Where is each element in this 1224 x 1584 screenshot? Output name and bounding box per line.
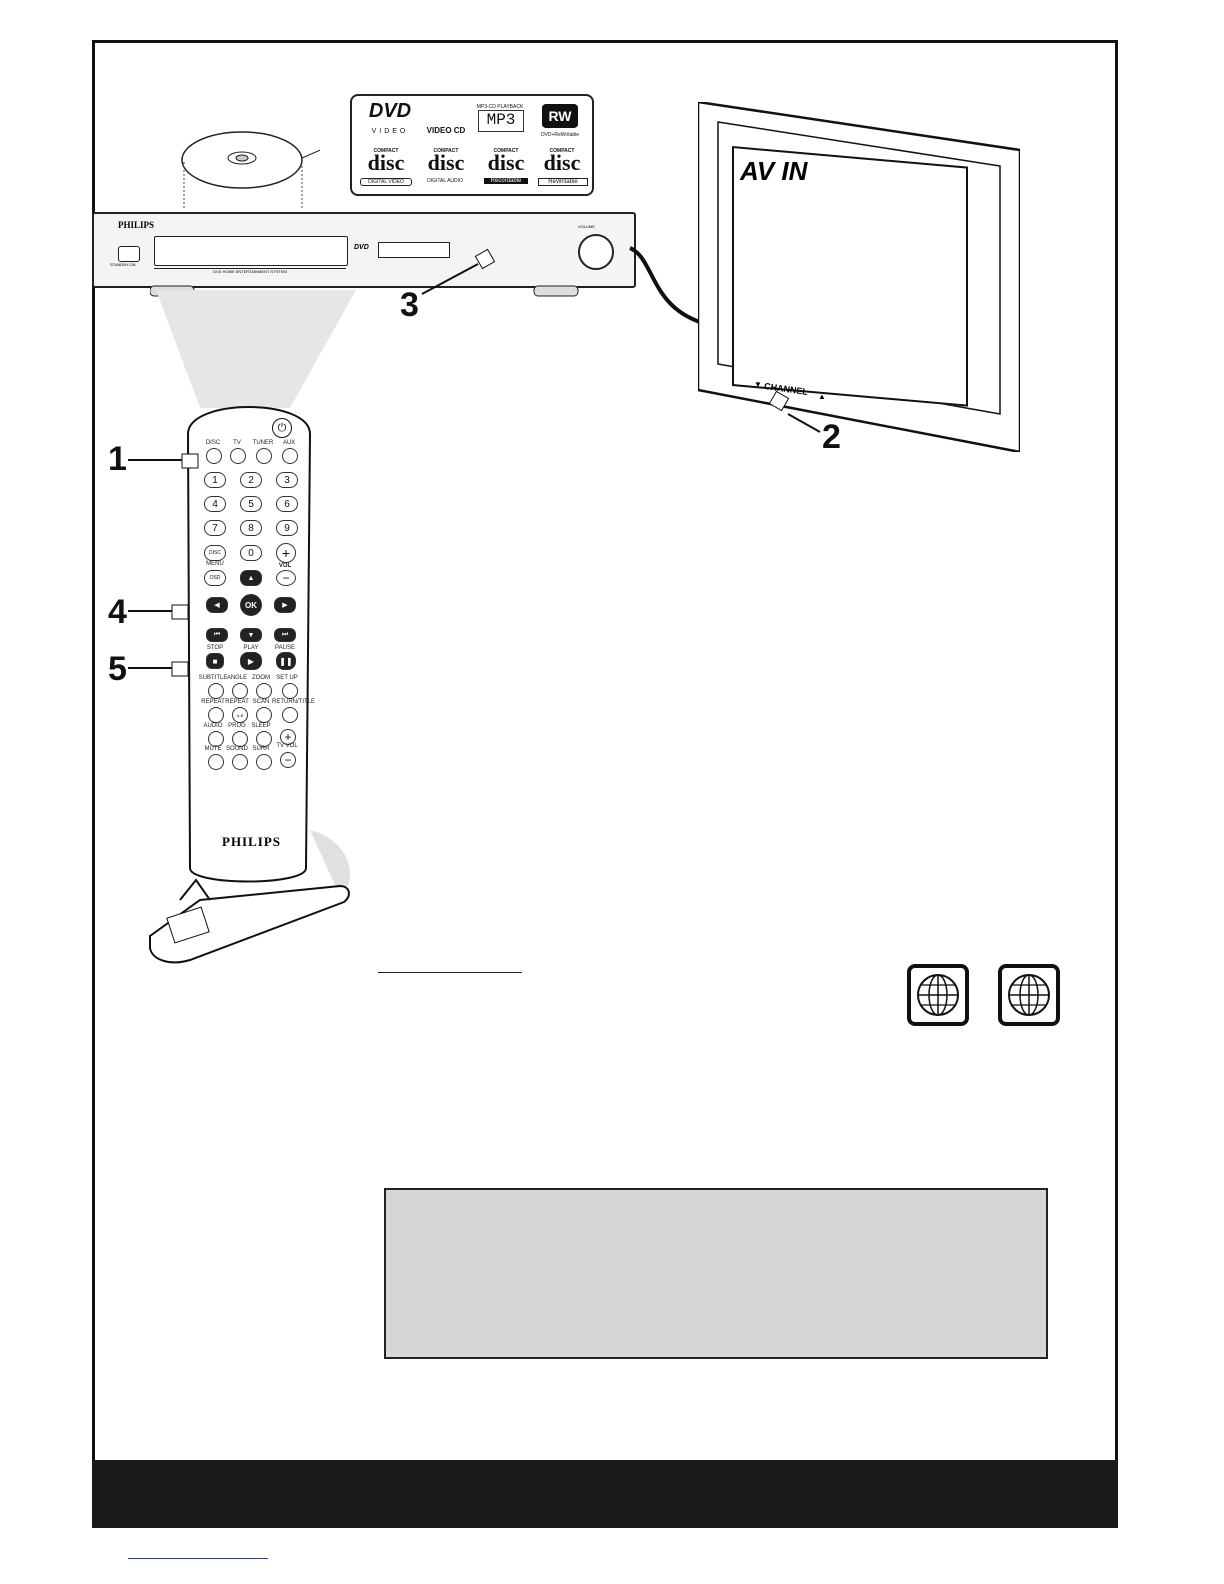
dvd-player: PHILIPS STANDBY-ON DVD HOME ENTERTAINMEN… — [92, 212, 636, 288]
step-1-label: 1 — [108, 440, 127, 478]
television: AV IN CHANNEL ▼ ▲ — [698, 102, 1020, 452]
step-4-label: 4 — [108, 593, 127, 631]
compact-disc-recordable-logo: disc — [487, 150, 525, 175]
disc-source-button[interactable] — [206, 448, 222, 464]
audio-button[interactable] — [208, 731, 224, 747]
remote-beam — [156, 290, 356, 408]
zoom-button[interactable] — [256, 683, 272, 699]
digit-7-button[interactable]: 7 — [204, 520, 226, 536]
down-arrow-button[interactable]: ▼ — [240, 628, 262, 642]
subtitle-button[interactable] — [208, 683, 224, 699]
stop-button[interactable]: ■ — [206, 653, 224, 669]
remote-brand: PHILIPS — [222, 834, 282, 849]
digit-2-button[interactable]: 2 — [240, 472, 262, 488]
tv-vol-minus-button[interactable]: − — [280, 752, 296, 768]
step-5-label: 5 — [108, 650, 127, 688]
compact-disc-rewritable-logo: disc — [543, 150, 581, 175]
region-code-icon — [998, 964, 1060, 1026]
scan-button[interactable] — [256, 707, 272, 723]
surr-button[interactable] — [256, 754, 272, 770]
section-heading-underline — [378, 972, 522, 973]
prog-button[interactable] — [232, 731, 248, 747]
mute-button[interactable] — [208, 754, 224, 770]
tuner-source-button[interactable] — [256, 448, 272, 464]
video-cd-logo: VIDEO CD — [426, 126, 466, 135]
region-code-icon — [907, 964, 969, 1026]
digit-5-button[interactable]: 5 — [240, 496, 262, 512]
sleep-button[interactable] — [256, 731, 272, 747]
digit-3-button[interactable]: 3 — [276, 472, 298, 488]
compact-disc-video-logo: disc — [367, 150, 405, 175]
footer-bar — [92, 1460, 1118, 1528]
vol-minus-button[interactable]: − — [276, 570, 296, 586]
aux-source-button[interactable] — [282, 448, 298, 464]
player-brand: PHILIPS — [118, 220, 155, 230]
right-arrow-button[interactable]: ▶ — [274, 597, 296, 613]
disc-tray[interactable] — [154, 236, 348, 266]
rw-logo: RW — [542, 104, 578, 128]
digit-8-button[interactable]: 8 — [240, 520, 262, 536]
ok-button[interactable]: OK — [240, 594, 262, 616]
step-3-pointer — [421, 248, 496, 295]
digit-0-button[interactable]: 0 — [240, 545, 262, 561]
repeat-ab-button[interactable]: A-B — [232, 707, 248, 723]
disc-illustration — [181, 131, 320, 208]
volume-knob[interactable] — [578, 234, 614, 270]
step-2-label: 2 — [822, 418, 841, 456]
step-2-pointer — [768, 390, 821, 433]
disc-menu-button[interactable]: DISC — [204, 545, 226, 561]
step-3-label: 3 — [400, 286, 419, 324]
dvd-video-logo: DVD — [368, 100, 412, 122]
tv-vol-plus-button[interactable]: + — [280, 729, 296, 745]
play-button[interactable]: ▶ — [240, 652, 262, 670]
next-button[interactable]: ⏭ — [274, 628, 296, 642]
player-display — [378, 242, 450, 258]
compact-disc-audio-logo: disc — [427, 150, 465, 175]
step-5-pointer — [128, 661, 189, 677]
previous-button[interactable]: ⏮ — [206, 628, 228, 642]
return-title-button[interactable] — [282, 707, 298, 723]
footer-link-underline[interactable] — [128, 1558, 268, 1559]
angle-button[interactable] — [232, 683, 248, 699]
up-arrow-button[interactable]: ▲ — [240, 570, 262, 586]
channel-up-button[interactable]: ▲ — [818, 392, 826, 401]
digit-4-button[interactable]: 4 — [204, 496, 226, 512]
disc-format-logos: DVD VIDEO VIDEO CD MP3-CD PLAYBACK MP3 R… — [350, 94, 594, 196]
dvd-badge: DVD — [354, 244, 369, 251]
tv-source-button[interactable] — [230, 448, 246, 464]
pause-button[interactable]: ❚❚ — [276, 652, 296, 670]
step-1-pointer — [128, 453, 199, 469]
sound-button[interactable] — [232, 754, 248, 770]
osd-button[interactable]: OSD — [204, 570, 226, 586]
digit-1-button[interactable]: 1 — [204, 472, 226, 488]
standby-button[interactable] — [118, 246, 140, 262]
vol-plus-button[interactable]: + — [276, 543, 296, 563]
setup-button[interactable] — [282, 683, 298, 699]
note-box — [384, 1188, 1048, 1359]
channel-down-button[interactable]: ▼ — [754, 380, 762, 389]
repeat-button[interactable] — [208, 707, 224, 723]
remote-power-icon[interactable]: ⏻ — [272, 418, 292, 438]
player-model-text: DVD HOME ENTERTAINMENT SYSTEM — [154, 268, 346, 274]
left-arrow-button[interactable]: ◀ — [206, 597, 228, 613]
mp3-logo: MP3 — [478, 110, 524, 132]
digit-6-button[interactable]: 6 — [276, 496, 298, 512]
digit-9-button[interactable]: 9 — [276, 520, 298, 536]
step-4-pointer — [128, 604, 189, 620]
tv-screen-text: AV IN — [740, 156, 808, 186]
battery-compartment-illustration — [149, 830, 350, 964]
